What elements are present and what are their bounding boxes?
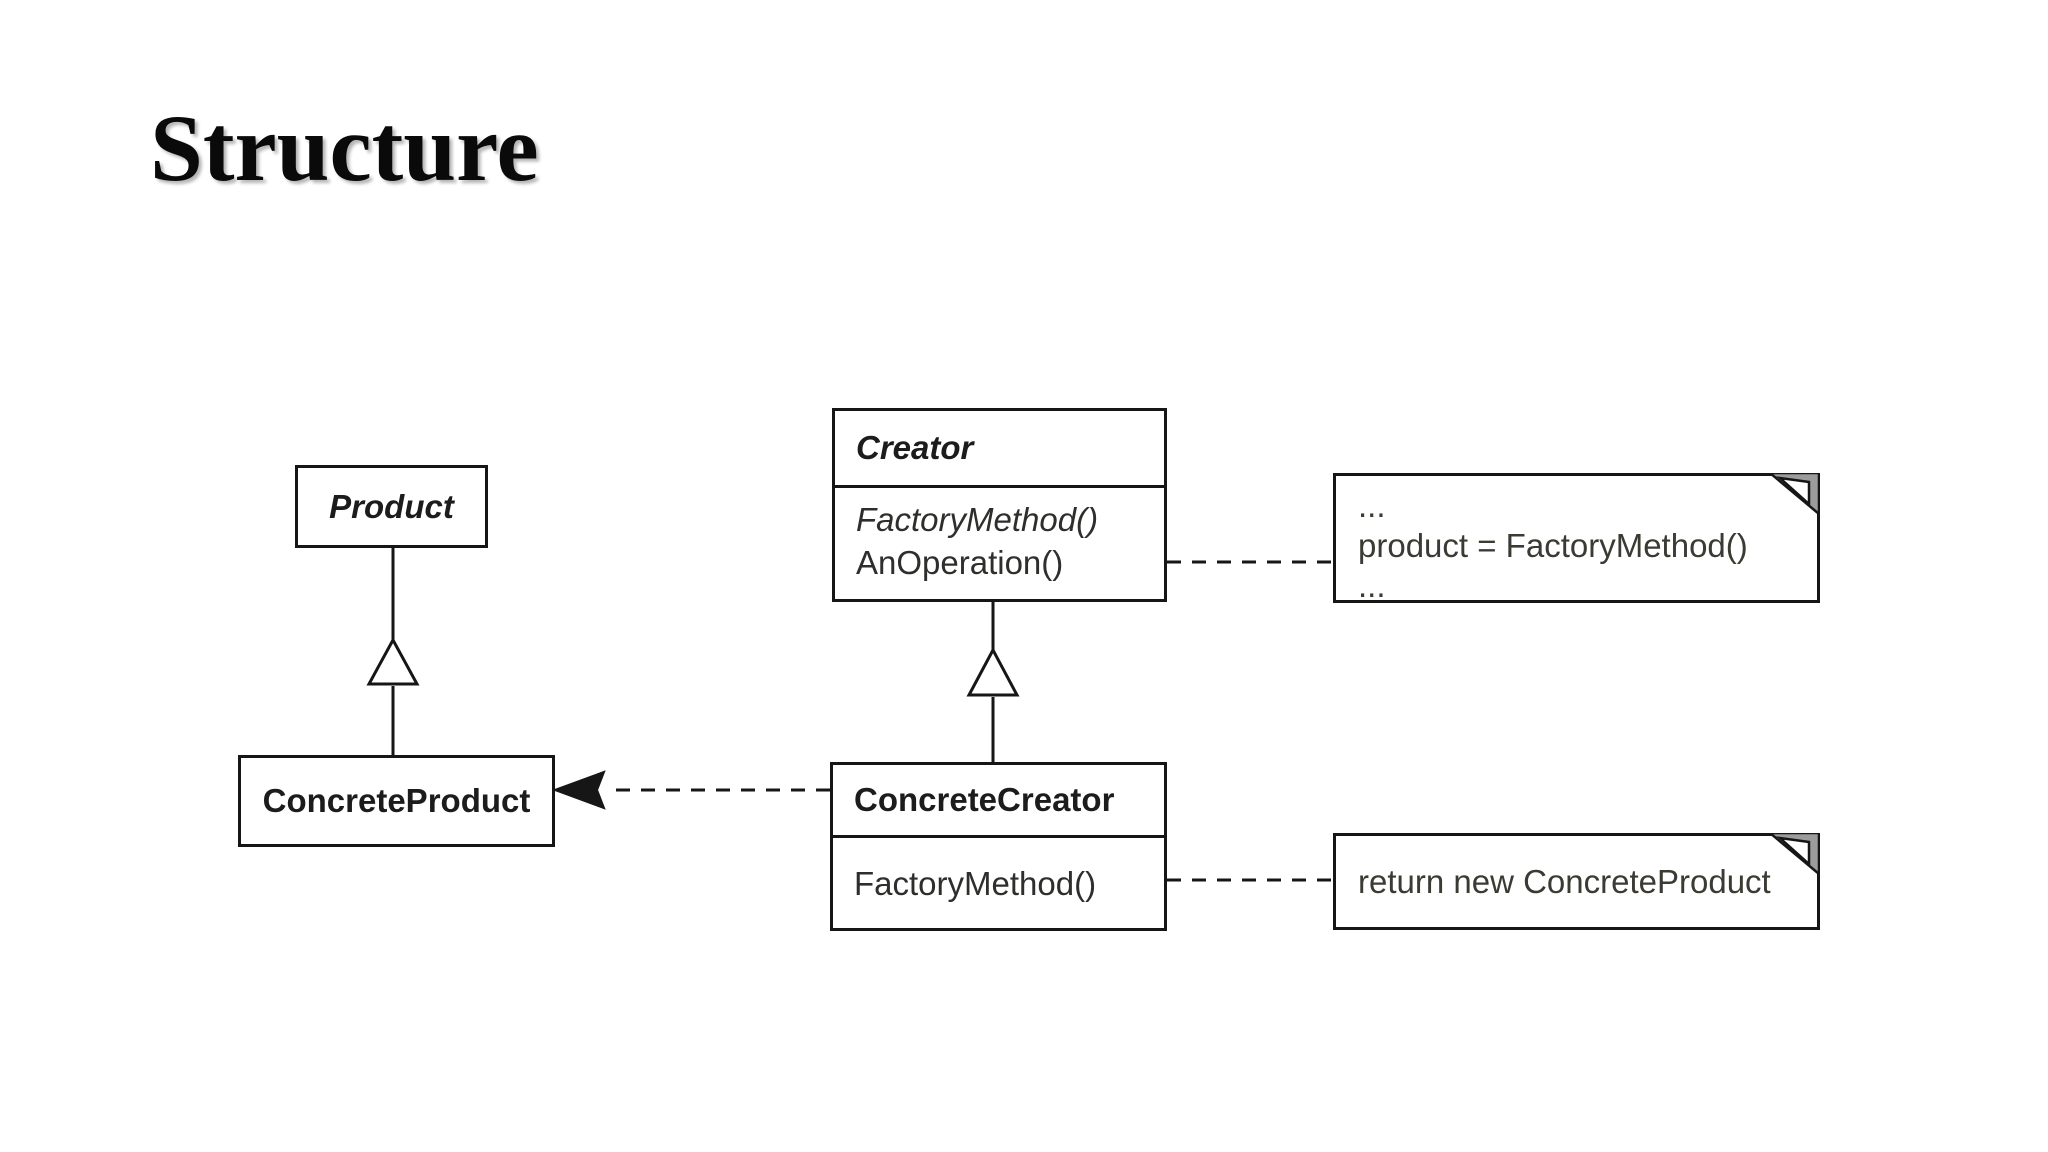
note-line: ... <box>1358 567 1386 604</box>
method-factory-method-concrete: FactoryMethod() <box>854 864 1097 902</box>
class-box-product: Product <box>295 465 488 548</box>
note-line: return new ConcreteProduct <box>1358 862 1771 900</box>
creates-arrowhead-icon <box>552 770 606 810</box>
inheritance-triangle-icon <box>966 646 1020 697</box>
class-methods-creator: FactoryMethod() AnOperation() <box>835 488 1164 584</box>
page-title: Structure <box>150 95 539 201</box>
method-an-operation: AnOperation() <box>856 544 1064 581</box>
note-fold-icon <box>1770 473 1820 515</box>
class-name-creator: Creator <box>856 429 974 466</box>
method-factory-method: FactoryMethod() <box>856 501 1099 538</box>
note-factory-method: return new ConcreteProduct <box>1333 833 1820 930</box>
class-name-concrete-product: ConcreteProduct <box>262 782 531 819</box>
class-name-concrete-creator: ConcreteCreator <box>854 781 1115 818</box>
note-an-operation: ... product = FactoryMethod() ... <box>1333 473 1820 604</box>
class-box-creator: Creator FactoryMethod() AnOperation() <box>832 408 1167 602</box>
note-line: ... <box>1358 487 1386 524</box>
inheritance-triangle-icon <box>366 636 420 686</box>
note-line: product = FactoryMethod() <box>1358 527 1748 564</box>
class-name-product: Product <box>329 487 454 525</box>
class-header-creator: Creator <box>835 411 1164 488</box>
class-methods-concrete-creator: FactoryMethod() <box>833 838 1164 928</box>
class-box-concrete-creator: ConcreteCreator FactoryMethod() <box>830 762 1167 931</box>
class-header-concrete-creator: ConcreteCreator <box>833 765 1164 838</box>
note-fold-icon <box>1770 833 1820 875</box>
class-box-concrete-product: ConcreteProduct <box>238 755 555 847</box>
